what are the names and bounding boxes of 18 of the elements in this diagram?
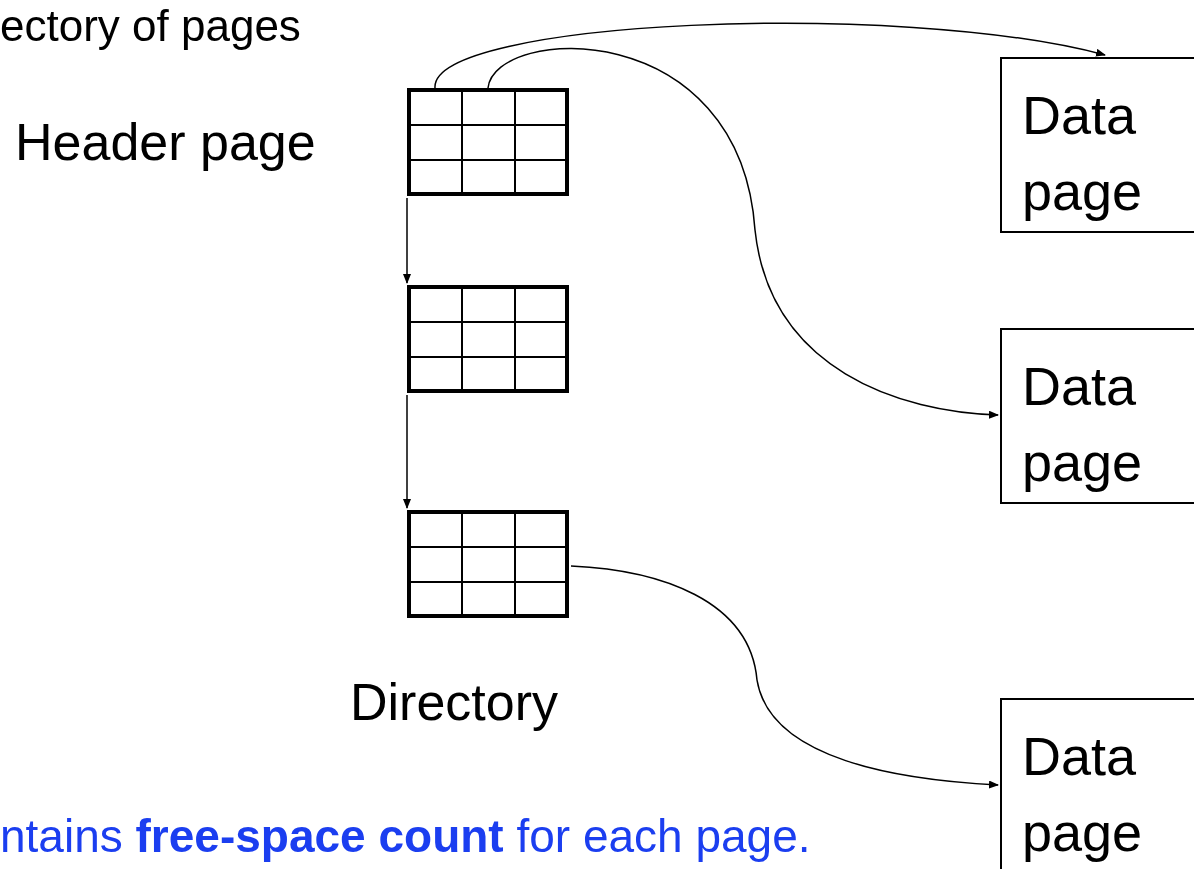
data-page-box: [1000, 57, 1194, 233]
page-label: Data page: [1022, 84, 1144, 223]
data-page-box: [1000, 698, 1194, 869]
arrow: [403, 197, 411, 284]
directory-label: Directory: [350, 672, 559, 732]
page-label: Data page: [1022, 725, 1144, 864]
header-page-label: Header page: [15, 112, 316, 172]
arrow: [570, 565, 999, 789]
note-text: ntains free-space count for each page.: [0, 809, 811, 864]
arrow: [487, 48, 999, 419]
arrow: [403, 394, 411, 509]
data-page-box: [1000, 328, 1194, 504]
directory-grid: [407, 88, 569, 196]
page-label: Data page: [1022, 355, 1144, 494]
slide-title: ectory of pages: [0, 0, 301, 52]
directory-grid: [407, 510, 569, 618]
directory-grid: [407, 285, 569, 393]
arrow: [434, 22, 1106, 89]
